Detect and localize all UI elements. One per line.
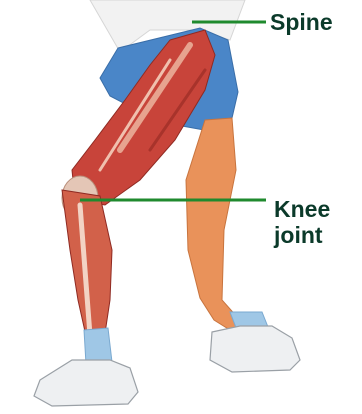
knee-joint-label: Knee joint [274, 196, 330, 248]
back-leg [186, 118, 250, 335]
spine-label: Spine [270, 9, 333, 35]
knee-label-line2: joint [274, 222, 330, 248]
front-shoe [34, 360, 138, 406]
back-shoe [210, 326, 300, 372]
front-sock [84, 328, 112, 364]
knee-label-line1: Knee [274, 196, 330, 222]
